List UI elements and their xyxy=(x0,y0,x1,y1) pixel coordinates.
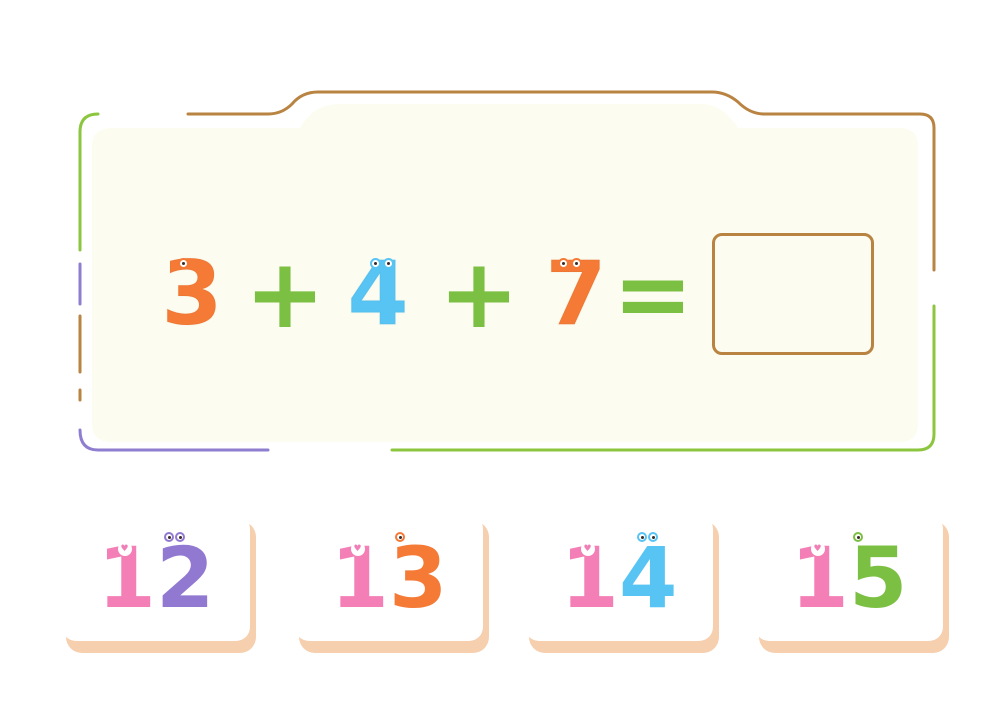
option-ones-digit: 2 xyxy=(156,536,214,620)
option-card-14[interactable]: ♥ 1 4 xyxy=(525,515,717,653)
eyes-decoration xyxy=(370,258,394,269)
eyes-decoration xyxy=(853,532,863,542)
option-ones-digit: 5 xyxy=(849,536,907,620)
eyes-decoration xyxy=(558,258,582,269)
term-plus-1: + xyxy=(248,228,322,360)
term-first-addend: 3 xyxy=(160,228,224,360)
card-face: ♥ 1 3 xyxy=(295,515,483,641)
term-equals: = xyxy=(616,228,690,360)
option-number: ♥ 1 5 xyxy=(791,536,908,620)
option-number: ♥ 1 4 xyxy=(561,536,678,620)
eyes-decoration xyxy=(395,532,405,542)
term-plus-2: + xyxy=(442,228,516,360)
option-tens-digit: ♥ 1 xyxy=(561,536,619,620)
heart-icon: ♥ xyxy=(351,542,365,556)
option-card-12[interactable]: ♥ 1 2 xyxy=(62,515,254,653)
plus-sign: + xyxy=(245,246,325,342)
answer-drop-box[interactable] xyxy=(712,233,874,355)
eyes-decoration xyxy=(178,258,189,269)
option-card-13[interactable]: ♥ 1 3 xyxy=(295,515,487,653)
heart-icon: ♥ xyxy=(811,542,825,556)
equation-row: 3 + 4 + 7 = xyxy=(160,228,900,360)
plus-sign: + xyxy=(439,246,519,342)
option-number: ♥ 1 2 xyxy=(98,536,215,620)
heart-icon: ♥ xyxy=(118,542,132,556)
term-third-addend: 7 xyxy=(544,228,608,360)
option-tens-digit: ♥ 1 xyxy=(98,536,156,620)
first-addend: 3 xyxy=(161,250,222,338)
option-ones-digit: 4 xyxy=(619,536,677,620)
equals-sign: = xyxy=(613,246,693,342)
heart-icon: ♥ xyxy=(581,542,595,556)
option-ones-digit: 3 xyxy=(389,536,447,620)
option-number: ♥ 1 3 xyxy=(331,536,448,620)
card-face: ♥ 1 2 xyxy=(62,515,250,641)
option-tens-digit: ♥ 1 xyxy=(331,536,389,620)
eyes-decoration xyxy=(637,532,658,542)
card-face: ♥ 1 4 xyxy=(525,515,713,641)
eyes-decoration xyxy=(164,532,185,542)
option-tens-digit: ♥ 1 xyxy=(791,536,849,620)
card-face: ♥ 1 5 xyxy=(755,515,943,641)
option-card-15[interactable]: ♥ 1 5 xyxy=(755,515,947,653)
term-second-addend: 4 xyxy=(346,228,410,360)
